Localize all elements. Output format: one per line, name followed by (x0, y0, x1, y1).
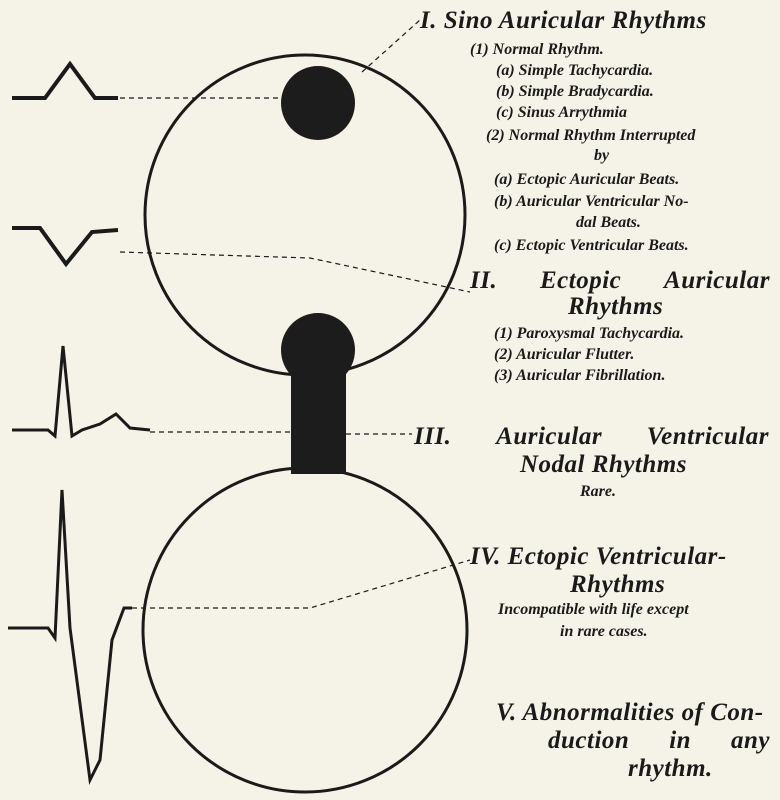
ecg-p-wave-inverted (12, 228, 118, 264)
section-1-item: (1) Normal Rhythm. (470, 42, 604, 58)
leader-line-4 (132, 560, 470, 608)
section-1-item: (c) Sinus Arrythmia (496, 105, 627, 121)
section-3-numeral: III. (414, 424, 451, 449)
section-1-item: (b) Simple Bradycardia. (496, 84, 654, 100)
section-1-item: by (594, 148, 609, 164)
ecg-ectopic-ventricular (8, 490, 132, 780)
section-2-heading-line2: Rhythms (568, 294, 663, 319)
section-5-heading-line2: duction in any (548, 728, 770, 753)
section-1-item: (b) Auricular Ventricular No- (494, 194, 689, 210)
section-2-heading: II. Ectopic Auricular (470, 268, 770, 293)
sino-auricular-node (281, 66, 355, 140)
section-4-note: in rare cases. (560, 624, 648, 640)
section-5-word: any (731, 728, 770, 753)
leader-line-2 (120, 252, 470, 292)
section-3-heading-line2: Nodal Rhythms (520, 452, 687, 477)
section-2-item: (1) Paroxysmal Tachycardia. (494, 326, 684, 342)
ecg-p-wave-upright (12, 64, 118, 98)
section-1-item: (a) Simple Tachycardia. (496, 63, 653, 79)
section-5-heading: V. Abnormalities of Con- (496, 700, 764, 725)
av-bundle (291, 362, 346, 474)
section-5-heading-line3: rhythm. (628, 756, 713, 781)
section-1-heading: I. Sino Auricular Rhythms (420, 8, 707, 33)
section-3-heading: III. Auricular Ventricular (414, 424, 769, 449)
section-3-word: Auricular (496, 424, 602, 449)
leader-line-1b (362, 20, 420, 72)
section-2-word: Auricular (664, 268, 770, 293)
section-5-word: in (669, 728, 691, 753)
ventricle-circle (143, 468, 467, 792)
section-3-note: Rare. (580, 484, 616, 500)
section-4-heading-line2: Rhythms (570, 572, 665, 597)
section-1-item: (2) Normal Rhythm Interrupted (486, 128, 695, 144)
section-4-note: Incompatible with life except (498, 602, 689, 618)
section-2-numeral: II. (470, 268, 497, 293)
section-2-item: (3) Auricular Fibrillation. (494, 368, 665, 384)
ecg-qrs-normal (12, 346, 150, 436)
section-3-word: Ventricular (647, 424, 769, 449)
section-4-heading: IV. Ectopic Ventricular- (470, 544, 727, 569)
section-1-item: (a) Ectopic Auricular Beats. (494, 172, 679, 188)
section-1-item: (c) Ectopic Ventricular Beats. (494, 238, 689, 254)
section-5-word: duction (548, 728, 629, 753)
section-2-item: (2) Auricular Flutter. (494, 347, 634, 363)
section-2-word: Ectopic (540, 268, 621, 293)
section-1-item: dal Beats. (576, 215, 641, 231)
